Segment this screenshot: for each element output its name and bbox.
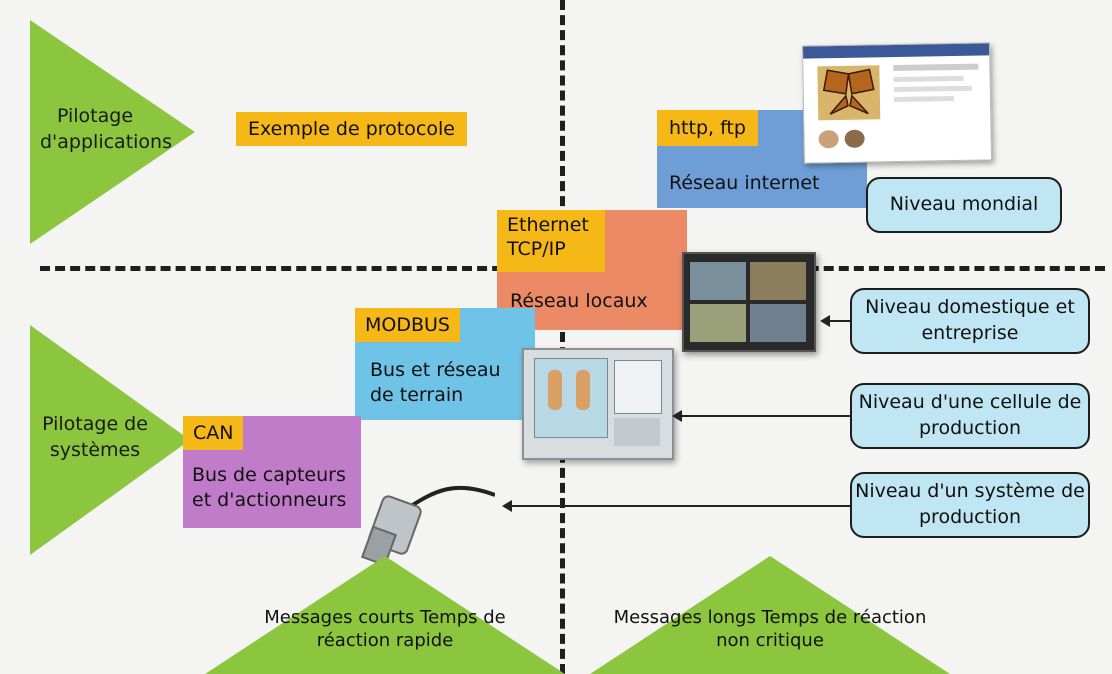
pilotage-applications-label: Pilotage d'applications (40, 105, 172, 153)
arrow-home-line (830, 320, 850, 322)
modbus-protocol-tag: MODBUS (355, 308, 460, 342)
sensor-bus-label: Bus de capteurs et d'actionneurs (192, 464, 347, 511)
legend-protocol-tag: Exemple de protocole (236, 112, 467, 146)
internet-layer-label: Réseau internet (669, 172, 820, 194)
can-protocol-tag: CAN (183, 416, 244, 450)
level-home-enterprise: Niveau domestique et entreprise (850, 288, 1090, 354)
pressure-sensor-image (345, 470, 496, 570)
website-screenshot-image (801, 42, 993, 164)
arrow-cell-head (672, 410, 682, 422)
bottom-left-triangle (205, 556, 565, 674)
arrow-cell-line (680, 415, 850, 417)
level-global: Niveau mondial (866, 177, 1062, 233)
butterfly-icon (822, 68, 875, 115)
long-messages-label: Messages longs Temps de réaction non cri… (613, 607, 927, 652)
level-production-system: Niveau d'un système de production (850, 472, 1090, 538)
bottom-right-triangle (590, 556, 950, 674)
top-left-arrow-shape (30, 20, 195, 244)
arrow-system-head (502, 500, 512, 512)
hmi-panel-image (522, 348, 674, 460)
video-surveillance-image (682, 252, 816, 352)
internet-protocol-tag: http, ftp (657, 110, 758, 146)
ethernet-protocol-tag: Ethernet TCP/IP (497, 210, 605, 272)
vertical-divider (560, 0, 565, 674)
field-bus-label: Bus et réseau de terrain (370, 359, 501, 406)
arrow-system-line (510, 505, 850, 507)
bottom-left-arrow-shape (30, 325, 190, 555)
local-network-label: Réseau locaux (510, 290, 648, 312)
short-messages-label: Messages courts Temps de réaction rapide (264, 607, 506, 652)
pilotage-systemes-label: Pilotage de systèmes (42, 413, 148, 461)
arrow-home-head (820, 315, 830, 327)
level-production-cell: Niveau d'une cellule de production (850, 383, 1090, 449)
